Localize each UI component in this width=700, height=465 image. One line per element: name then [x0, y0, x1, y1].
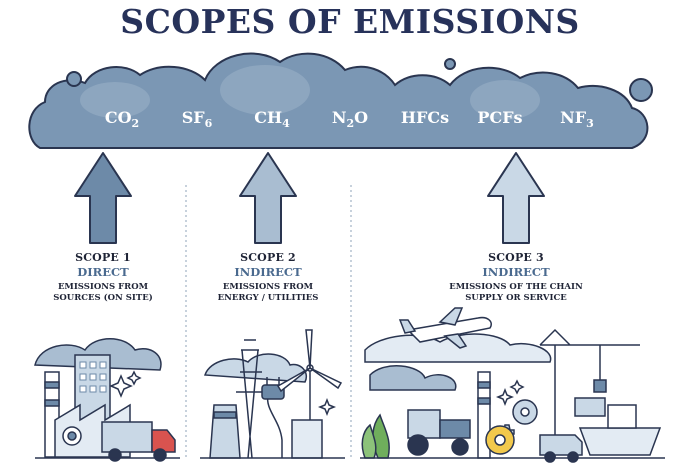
- scope-1-caption: SCOPE 1 DIRECT EMISSIONS FROM SOURCES (O…: [53, 251, 152, 304]
- scope-1-name: SCOPE 1: [75, 251, 131, 264]
- scope-3-kind: INDIRECT: [482, 265, 550, 279]
- scope-3-name: SCOPE 3: [488, 251, 544, 264]
- emissions-cloud: [28, 52, 649, 149]
- gas-label-nf3: NF3: [560, 108, 594, 130]
- scope-2-name: SCOPE 2: [240, 251, 296, 264]
- gas-label-hfcs: HFCs: [400, 108, 450, 127]
- scope-dividers: [185, 185, 352, 460]
- scope-2-kind: INDIRECT: [234, 265, 302, 279]
- gas-label-n2o: N2O: [331, 108, 369, 130]
- gas-label-ch4: CH4: [254, 108, 290, 130]
- scope-1-arrow: [74, 152, 132, 244]
- factory-illustration: [34, 338, 180, 462]
- cloud-highlights: [80, 65, 540, 120]
- scope-1-kind: DIRECT: [77, 265, 129, 279]
- energy-illustration: [200, 329, 345, 459]
- scope-2-caption: SCOPE 2 INDIRECT EMISSIONS FROM ENERGY /…: [218, 251, 319, 304]
- small-cloud-puffs: [66, 58, 653, 102]
- gas-label-co2: CO2: [104, 108, 140, 130]
- scope-3-caption: SCOPE 3 INDIRECT EMISSIONS OF THE CHAIN …: [449, 251, 583, 304]
- gas-label-sf6: SF6: [181, 108, 213, 130]
- supply-chain-illustration: [360, 307, 665, 463]
- gas-label-pcfs: PCFs: [477, 108, 523, 127]
- page-title: SCOPES OF EMISSIONS: [120, 2, 580, 41]
- scope-2-arrow: [239, 152, 297, 244]
- scope-3-arrow: [487, 152, 545, 244]
- scope-2-description: EMISSIONS FROM ENERGY / UTILITIES: [217, 282, 319, 303]
- scope-3-description: EMISSIONS OF THE CHAIN SUPPLY OR SERVICE: [449, 282, 583, 303]
- scope-1-description: EMISSIONS FROM SOURCES (ON SITE): [53, 282, 153, 303]
